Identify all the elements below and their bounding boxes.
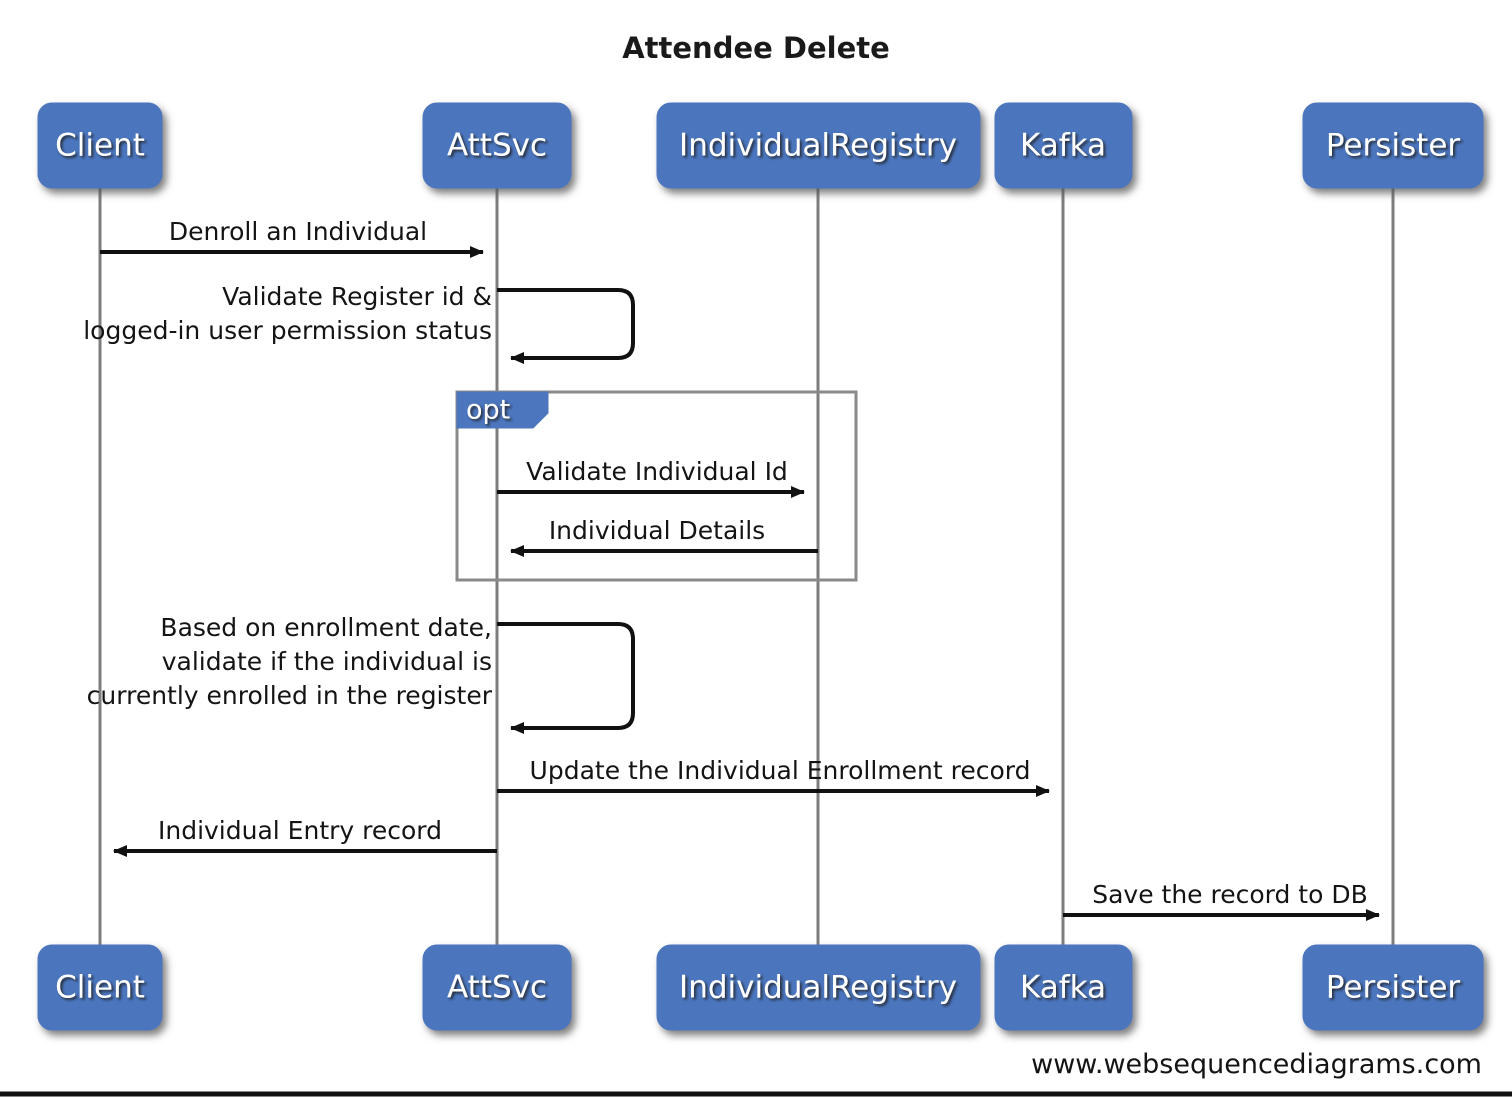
fragment-tab (456, 391, 549, 429)
message-label-m4: Individual Details (549, 516, 765, 545)
participant-box[interactable] (656, 102, 981, 189)
participant-label-client: Client (55, 970, 145, 1006)
fragment-label-opt: opt (466, 395, 510, 426)
message-save-the-record-to-db[interactable]: Save the record to DB (1063, 880, 1380, 921)
participant-box[interactable] (994, 102, 1133, 189)
participant-label-persister: Persister (1326, 128, 1461, 164)
message-validate-individual-id[interactable]: Validate Individual Id (497, 457, 805, 498)
fragment-border (455, 390, 858, 582)
participant-kafka-top[interactable]: Kafka (994, 102, 1133, 189)
participant-box[interactable] (422, 102, 572, 189)
participants-top: Client AttSvc IndividualRegistry Kafka P… (37, 102, 1484, 189)
participant-box[interactable] (422, 944, 572, 1031)
participants-bottom: Client AttSvc IndividualRegistry Kafka P… (37, 944, 1484, 1031)
message-label-m1: Denroll an Individual (169, 217, 427, 246)
message-label-m8: Save the record to DB (1092, 880, 1368, 909)
participant-label-individualregistry: IndividualRegistry (679, 128, 957, 164)
message-label-m3: Validate Individual Id (526, 457, 788, 486)
participant-client-bottom[interactable]: Client (37, 944, 163, 1031)
message-label-m5-line2: validate if the individual is (162, 647, 492, 676)
message-validate-register-id[interactable]: Validate Register id & logged-in user pe… (83, 282, 635, 364)
participant-label-kafka: Kafka (1020, 128, 1106, 164)
message-individual-details[interactable]: Individual Details (510, 516, 818, 557)
participant-label-client: Client (55, 128, 145, 164)
message-label-m2-line1: Validate Register id & (222, 282, 492, 311)
participant-persister-bottom[interactable]: Persister (1302, 944, 1484, 1031)
participant-box[interactable] (1302, 102, 1484, 189)
fragment-opt[interactable]: opt Validate Individual Id Individual De… (455, 390, 858, 582)
message-label-m7: Individual Entry record (158, 816, 442, 845)
self-message-loop (497, 288, 635, 364)
participant-kafka-bottom[interactable]: Kafka (994, 944, 1133, 1031)
self-message-loop (497, 622, 635, 734)
page-title: Attendee Delete (622, 31, 890, 65)
participant-attsvc-top[interactable]: AttSvc (422, 102, 572, 189)
message-label-m5-line1: Based on enrollment date, (160, 613, 492, 642)
message-label-m2-line2: logged-in user permission status (83, 316, 492, 345)
lifelines (98, 188, 1395, 945)
participant-label-kafka: Kafka (1020, 970, 1106, 1006)
participant-attsvc-bottom[interactable]: AttSvc (422, 944, 572, 1031)
participant-label-attsvc: AttSvc (447, 970, 547, 1006)
message-individual-entry-record[interactable]: Individual Entry record (113, 816, 497, 857)
participant-box[interactable] (994, 944, 1133, 1031)
participant-box[interactable] (656, 944, 981, 1031)
message-label-m6: Update the Individual Enrollment record (530, 756, 1031, 785)
participant-label-persister: Persister (1326, 970, 1461, 1006)
participant-client-top[interactable]: Client (37, 102, 163, 189)
footer-watermark[interactable]: www.websequencediagrams.com (1031, 1049, 1482, 1080)
message-based-on-enrollment-date[interactable]: Based on enrollment date, validate if th… (87, 613, 635, 734)
participant-label-individualregistry: IndividualRegistry (679, 970, 957, 1006)
participant-box[interactable] (1302, 944, 1484, 1031)
participant-box[interactable] (37, 944, 163, 1031)
participant-individualregistry-bottom[interactable]: IndividualRegistry (656, 944, 981, 1031)
participant-persister-top[interactable]: Persister (1302, 102, 1484, 189)
message-label-m5-line3: currently enrolled in the register (87, 681, 493, 710)
message-update-individual-enrollment-record[interactable]: Update the Individual Enrollment record (497, 756, 1050, 797)
participant-box[interactable] (37, 102, 163, 189)
message-denroll-an-individual[interactable]: Denroll an Individual (100, 217, 484, 258)
participant-individualregistry-top[interactable]: IndividualRegistry (656, 102, 981, 189)
participant-label-attsvc: AttSvc (447, 128, 547, 164)
